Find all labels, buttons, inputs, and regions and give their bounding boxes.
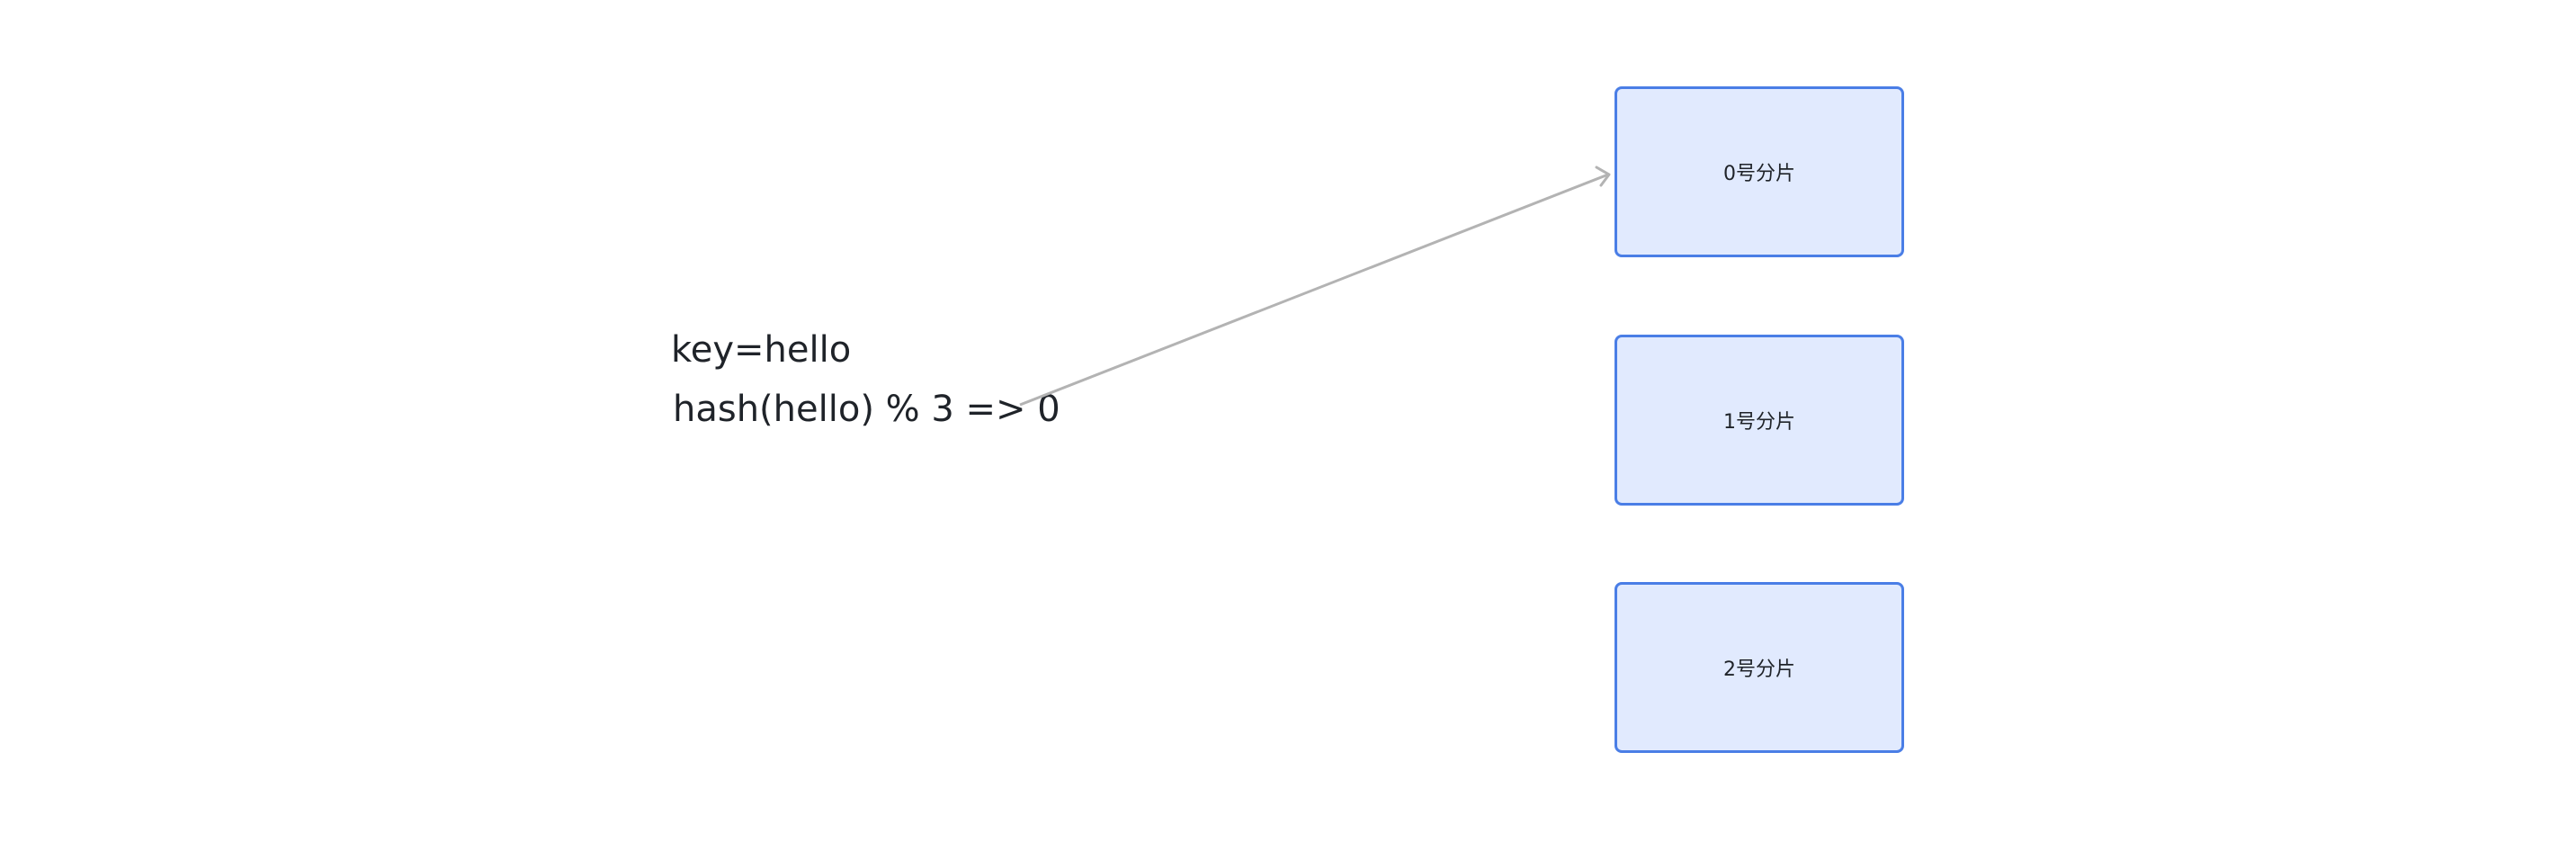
shard-0-label: 0号分片: [1723, 163, 1795, 185]
routing-arrow-line: [1019, 173, 1609, 407]
shard-1-box: 1号分片: [1614, 335, 1904, 506]
routing-arrow-head: [1595, 166, 1611, 187]
key-label: key=hello: [671, 329, 852, 371]
shard-2-label: 2号分片: [1723, 658, 1795, 681]
shard-2-box: 2号分片: [1614, 582, 1904, 753]
shard-0-box: 0号分片: [1614, 86, 1904, 257]
hash-formula-label: hash(hello) % 3 => 0: [673, 389, 1060, 430]
shard-1-label: 1号分片: [1723, 411, 1795, 434]
